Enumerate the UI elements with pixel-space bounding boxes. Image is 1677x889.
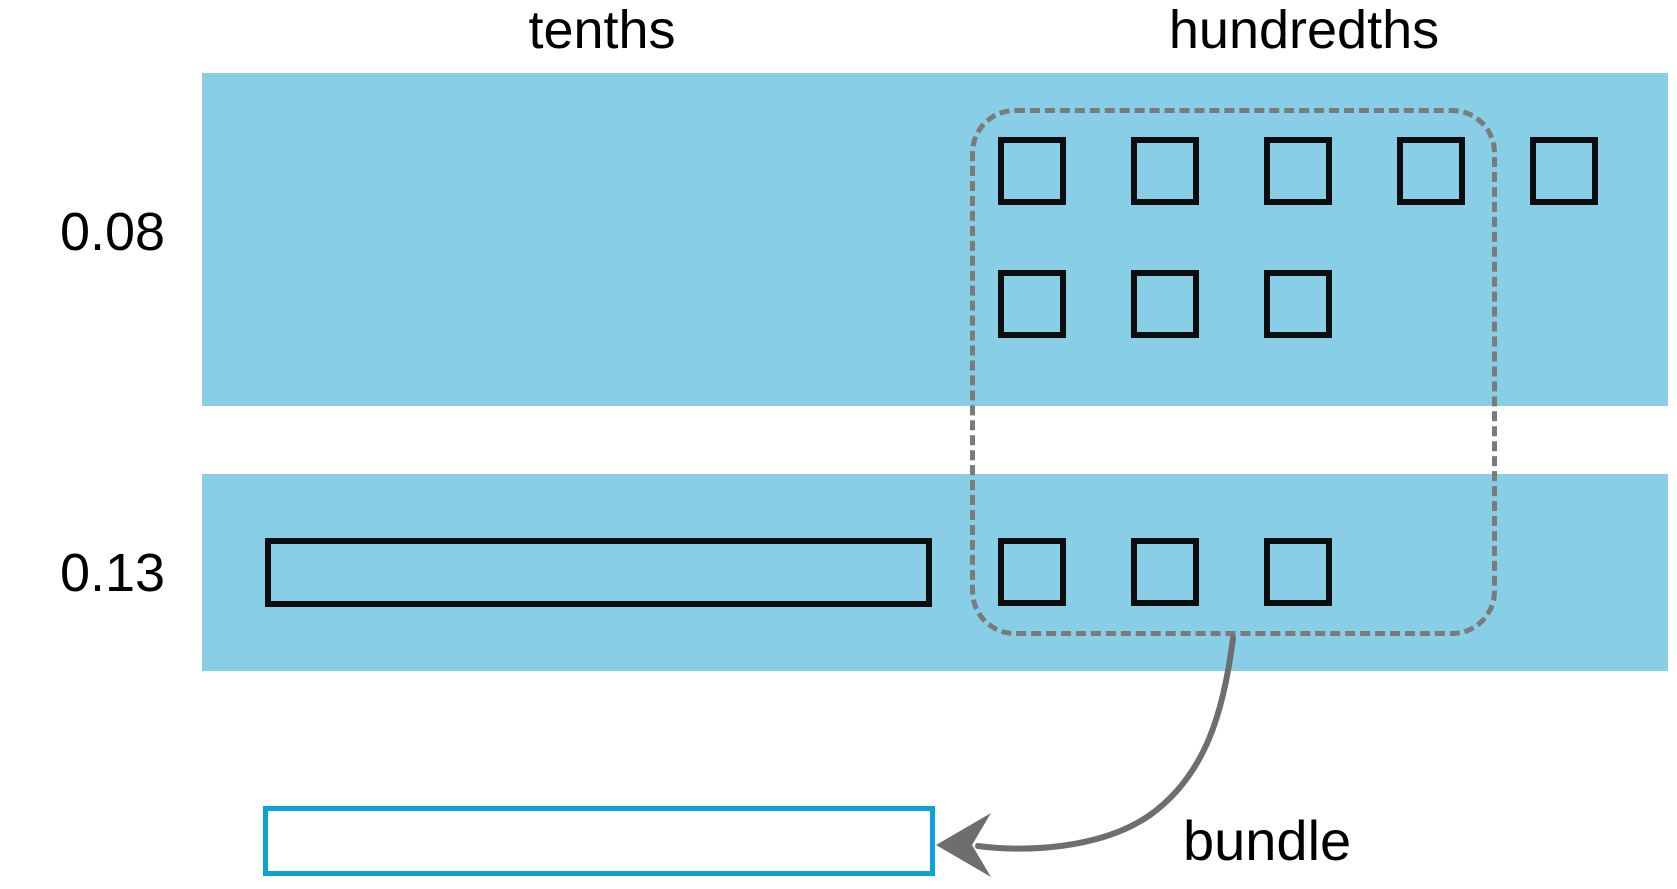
hundredth-square [998, 538, 1066, 606]
arrowhead-icon [936, 813, 991, 877]
tenths-bar-group [265, 538, 932, 607]
hundredth-square [1131, 538, 1199, 606]
row-label-013: 0.13 [59, 543, 166, 603]
column-header-hundredths: hundredths [1168, 0, 1440, 60]
hundredth-square [998, 270, 1066, 338]
hundredth-square [1530, 137, 1598, 205]
tenth-bar [265, 538, 932, 607]
hundredth-square [1264, 538, 1332, 606]
hundredth-square [1131, 137, 1199, 205]
hundredths-row [998, 538, 1332, 606]
bundle-label: bundle [1183, 809, 1352, 872]
hundredths-row [998, 137, 1598, 205]
row-013-band [202, 474, 1668, 671]
column-header-tenths: tenths [528, 0, 676, 60]
bundle-selection-outline [970, 108, 1497, 636]
hundredth-square [1264, 137, 1332, 205]
hundredths-group-008 [998, 137, 1598, 338]
hundredths-group-013 [998, 538, 1332, 606]
hundredth-square [1264, 270, 1332, 338]
hundredths-row [998, 270, 1598, 338]
hundredth-square [1397, 137, 1465, 205]
bundle-rectangle [263, 806, 935, 876]
hundredth-square [998, 137, 1066, 205]
row-label-008: 0.08 [59, 202, 166, 262]
row-008-band [202, 73, 1668, 406]
hundredth-square [1131, 270, 1199, 338]
